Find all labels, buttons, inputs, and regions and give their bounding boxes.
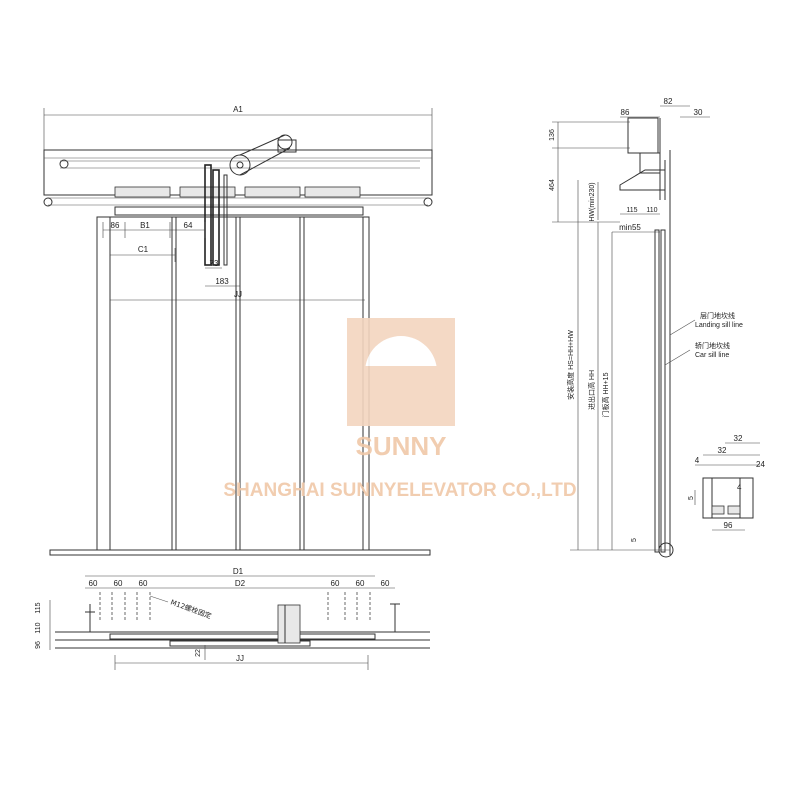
svg-text:73: 73 bbox=[210, 259, 219, 268]
lock-rod-1 bbox=[204, 164, 212, 266]
svg-text:JJ: JJ bbox=[236, 654, 244, 663]
svg-text:5: 5 bbox=[688, 496, 695, 500]
svg-text:86: 86 bbox=[621, 108, 630, 117]
watermark: SUNNY SHANGHAI SUNNYELEVATOR CO.,LTD bbox=[223, 318, 577, 501]
svg-text:60: 60 bbox=[114, 579, 123, 588]
svg-text:110: 110 bbox=[646, 207, 657, 214]
operator-head bbox=[627, 117, 659, 154]
svg-text:B1: B1 bbox=[140, 221, 150, 230]
svg-text:30: 30 bbox=[694, 108, 703, 117]
svg-text:22: 22 bbox=[195, 649, 202, 657]
a1-label: A1 bbox=[233, 105, 243, 114]
svg-text:4: 4 bbox=[695, 456, 700, 465]
svg-text:60: 60 bbox=[331, 579, 340, 588]
svg-text:464: 464 bbox=[549, 179, 556, 191]
sill-detail-marker bbox=[658, 542, 674, 558]
svg-text:D1: D1 bbox=[233, 567, 244, 576]
hanger-3 bbox=[244, 186, 301, 198]
svg-text:32: 32 bbox=[718, 446, 727, 455]
hanger-4 bbox=[304, 186, 361, 198]
svg-text:60: 60 bbox=[139, 579, 148, 588]
landing-sill-label: Landing sill line bbox=[695, 322, 743, 329]
svg-text:D2: D2 bbox=[235, 579, 246, 588]
svg-text:115: 115 bbox=[35, 602, 42, 613]
watermark-brand: SUNNY bbox=[355, 431, 446, 461]
svg-text:门板高 HH+15: 门板高 HH+15 bbox=[601, 372, 610, 417]
svg-text:60: 60 bbox=[381, 579, 390, 588]
svg-text:136: 136 bbox=[549, 129, 556, 141]
svg-text:60: 60 bbox=[89, 579, 98, 588]
car-sill-label: Car sill line bbox=[695, 352, 729, 359]
m12-bolt-label: M12螺栓固定 bbox=[169, 597, 212, 620]
svg-text:5: 5 bbox=[631, 538, 638, 542]
sill-detail: 32 32 4 24 4 5 96 bbox=[688, 434, 765, 531]
svg-text:24: 24 bbox=[756, 460, 765, 469]
sill-profile bbox=[702, 477, 754, 519]
car-sill-label-cn: 轿门地坎线 bbox=[695, 341, 730, 350]
svg-text:4: 4 bbox=[737, 483, 742, 492]
svg-text:安装高度 HS=HH+HW: 安装高度 HS=HH+HW bbox=[566, 330, 575, 400]
svg-text:HW(min230): HW(min230) bbox=[589, 182, 596, 221]
svg-text:110: 110 bbox=[35, 622, 42, 633]
svg-text:min55: min55 bbox=[619, 223, 641, 232]
pulley-left bbox=[59, 159, 69, 169]
side-door-leaf-1 bbox=[654, 229, 660, 553]
svg-text:115: 115 bbox=[626, 207, 637, 214]
svg-text:C1: C1 bbox=[138, 245, 149, 254]
hanger-1 bbox=[114, 186, 171, 198]
header-beam bbox=[43, 149, 433, 196]
hanger-2 bbox=[179, 186, 236, 198]
svg-text:64: 64 bbox=[184, 221, 193, 230]
svg-text:32: 32 bbox=[734, 434, 743, 443]
front-view: A1 86 B1 64 bbox=[43, 105, 433, 556]
svg-text:96: 96 bbox=[35, 641, 42, 649]
svg-text:进出口高 HH: 进出口高 HH bbox=[587, 370, 596, 410]
bolt-marks bbox=[99, 592, 371, 620]
side-view: 86 82 30 136 464 115 110 min55 安装高度 HS=H… bbox=[549, 97, 743, 558]
side-door-leaf-2 bbox=[660, 229, 666, 553]
svg-text:60: 60 bbox=[356, 579, 365, 588]
svg-text:183: 183 bbox=[215, 277, 229, 286]
plan-lock-block bbox=[277, 604, 301, 644]
sill bbox=[49, 549, 431, 556]
svg-text:82: 82 bbox=[664, 97, 673, 106]
watermark-company: SHANGHAI SUNNYELEVATOR CO.,LTD bbox=[223, 480, 576, 501]
svg-text:JJ: JJ bbox=[234, 290, 242, 299]
svg-text:86: 86 bbox=[111, 221, 120, 230]
plan-view: D1 D2 60 60 60 60 60 60 M12螺栓固定 115 110 … bbox=[35, 567, 430, 670]
landing-sill-label-cn: 层门地坎线 bbox=[700, 311, 735, 320]
svg-text:96: 96 bbox=[724, 521, 733, 530]
